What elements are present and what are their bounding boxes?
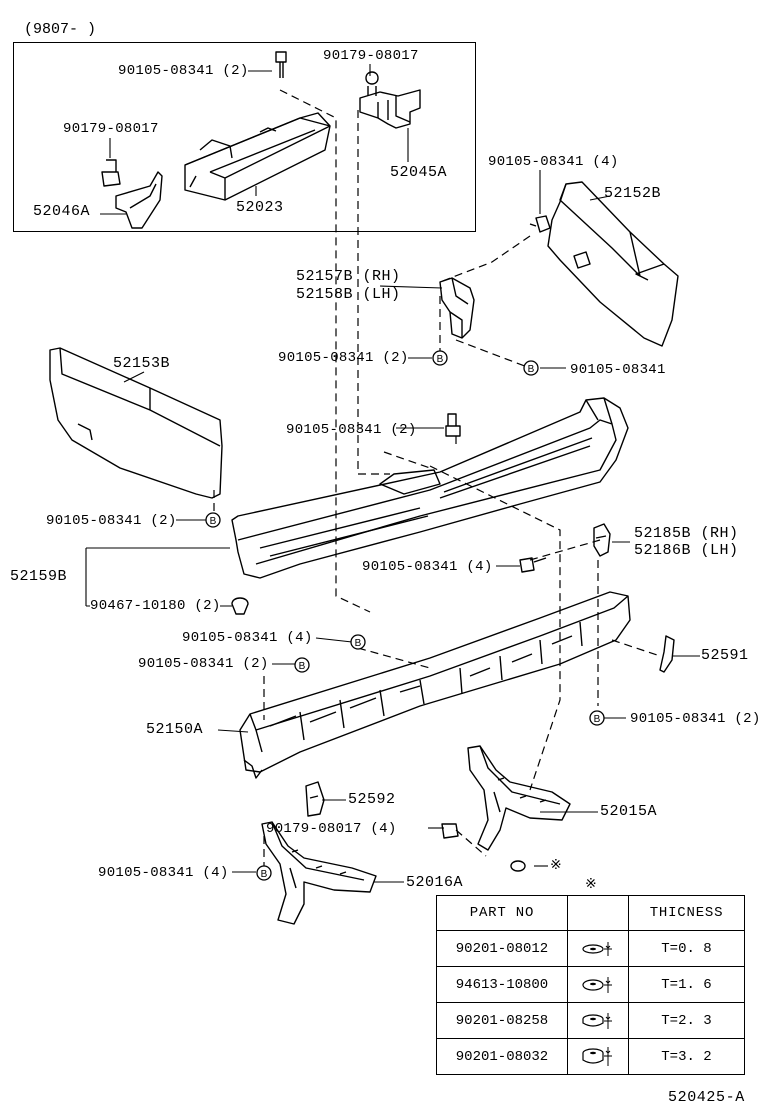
washer-icon — [567, 1002, 629, 1039]
clip-lower-part — [441, 823, 459, 839]
table-cell-part: 90201-08032 — [436, 1038, 568, 1075]
callout-52157b: 52157B (RH) — [296, 268, 401, 285]
table-cell-part: 94613-10800 — [436, 966, 568, 1003]
callout-clip-90467: 90467-10180 (2) — [90, 598, 221, 614]
svg-text:B: B — [437, 354, 444, 365]
callout-bolt-2-left: 90105-08341 (2) — [46, 513, 177, 529]
table-cell-part: 90201-08258 — [436, 1002, 568, 1039]
callout-52015a: 52015A — [600, 803, 658, 820]
callout-bolt-right-mid: 90105-08341 — [570, 362, 666, 378]
stay-52016a-part — [261, 821, 377, 925]
table-row: 90201-08258 T=2. 3 — [436, 1002, 745, 1039]
table-header-part-no: PART NO — [436, 895, 568, 931]
bracket-52157b-part — [439, 277, 475, 339]
table-cell-thickness: T=1. 6 — [628, 966, 745, 1003]
table-row: 90201-08032 T=3. 2 — [436, 1038, 745, 1075]
bumper-corner-52152b-part — [547, 181, 679, 347]
clip-inset-left-part — [101, 159, 121, 187]
callout-bolt-2-mid: 90105-08341 (2) — [278, 350, 409, 366]
table-cell-thickness: T=2. 3 — [628, 1002, 745, 1039]
thickness-table: PART NO THICNESS 90201-08012 T=0. 8 9461… — [436, 895, 745, 1075]
inset-label: (9807- ) — [24, 21, 97, 38]
svg-text:B: B — [594, 714, 601, 725]
bolt-inset-part — [275, 51, 287, 78]
callout-inset-clip-left: 90179-08017 — [63, 121, 159, 137]
svg-text:B: B — [528, 364, 535, 375]
callout-52186b: 52186B (LH) — [634, 542, 739, 559]
callout-52152b: 52152B — [604, 185, 662, 202]
b-marker-icon: B — [589, 710, 605, 726]
b-marker-icon: B — [432, 350, 448, 366]
svg-text:B: B — [355, 638, 362, 649]
table-header-thickness: THICNESS — [628, 895, 745, 931]
svg-text:B: B — [299, 661, 306, 672]
callout-52153b: 52153B — [113, 355, 171, 372]
clip-90467-part — [231, 597, 249, 615]
bracket-52045a-part — [359, 89, 421, 129]
note-mark-lower: ※ — [550, 858, 563, 874]
svg-text:B: B — [261, 869, 268, 880]
reinforcement-52150a-part — [239, 591, 631, 779]
callout-52159b: 52159B — [10, 568, 68, 585]
callout-bolt-4-top: 90105-08341 (4) — [488, 154, 619, 170]
table-cell-thickness: T=0. 8 — [628, 930, 745, 967]
callout-bolt-2-center: 90105-08341 (2) — [286, 422, 417, 438]
inset-frame — [13, 42, 476, 232]
clip-inset-top-part — [365, 71, 379, 96]
callout-bolt-4-lower: 90105-08341 (4) — [182, 630, 313, 646]
solid-leaders — [85, 64, 700, 883]
bracket-52591-part — [659, 635, 675, 673]
table-row: 90201-08012 T=0. 8 — [436, 930, 745, 967]
bracket-52185b-part — [593, 523, 611, 557]
callout-52158b: 52158B (LH) — [296, 286, 401, 303]
washer-icon — [567, 1038, 629, 1075]
bracket-52046a-part — [115, 171, 163, 229]
callout-52591: 52591 — [701, 647, 749, 664]
b-marker-icon: B — [350, 634, 366, 650]
callout-bolt-4-bottom: 90105-08341 (4) — [98, 865, 229, 881]
b-marker-icon: B — [523, 360, 539, 376]
callout-inset-bolt: 90105-08341 (2) — [118, 63, 249, 79]
callout-bolt-2-lower: 90105-08341 (2) — [138, 656, 269, 672]
bumper-corner-52153b-part — [49, 347, 223, 499]
bolt-top-right-part — [529, 215, 551, 233]
b-marker-icon: B — [205, 512, 221, 528]
washer-icon — [567, 966, 629, 1003]
note-mark-table: ※ — [585, 877, 597, 893]
rear-bumper-step-part — [231, 397, 629, 579]
callout-bolt-4-center: 90105-08341 (4) — [362, 559, 493, 575]
callout-52023: 52023 — [236, 199, 284, 216]
bolt-lower-4-part — [519, 557, 547, 573]
callout-52045a: 52045A — [390, 164, 448, 181]
bracket-52023-part — [184, 112, 331, 201]
table-header-row: PART NO THICNESS — [436, 895, 745, 931]
callout-52185b: 52185B (RH) — [634, 525, 739, 542]
callout-clip-lower: 90179-08017 (4) — [266, 821, 397, 837]
bolt-markers: B B B B B B B — [205, 350, 605, 881]
b-marker-icon: B — [294, 657, 310, 673]
washer-icon — [567, 930, 629, 967]
diagram-id: 520425-A — [668, 1089, 745, 1106]
callout-inset-clip-top: 90179-08017 — [323, 48, 419, 64]
callout-bolt-2-right: 90105-08341 (2) — [630, 711, 760, 727]
callout-52150a: 52150A — [146, 721, 204, 738]
stay-52015a-part — [467, 745, 571, 851]
table-cell-thickness: T=3. 2 — [628, 1038, 745, 1075]
table-header-icon — [567, 895, 629, 931]
callout-52046a: 52046A — [33, 203, 91, 220]
callout-52592: 52592 — [348, 791, 396, 808]
svg-text:B: B — [210, 516, 217, 527]
washer-lower-part — [510, 860, 526, 872]
b-marker-icon: B — [256, 865, 272, 881]
table-cell-part: 90201-08012 — [436, 930, 568, 967]
bolt-center-part — [445, 413, 461, 437]
bracket-52592-part — [305, 781, 325, 817]
table-row: 94613-10800 T=1. 6 — [436, 966, 745, 1003]
callout-52016a: 52016A — [406, 874, 464, 891]
